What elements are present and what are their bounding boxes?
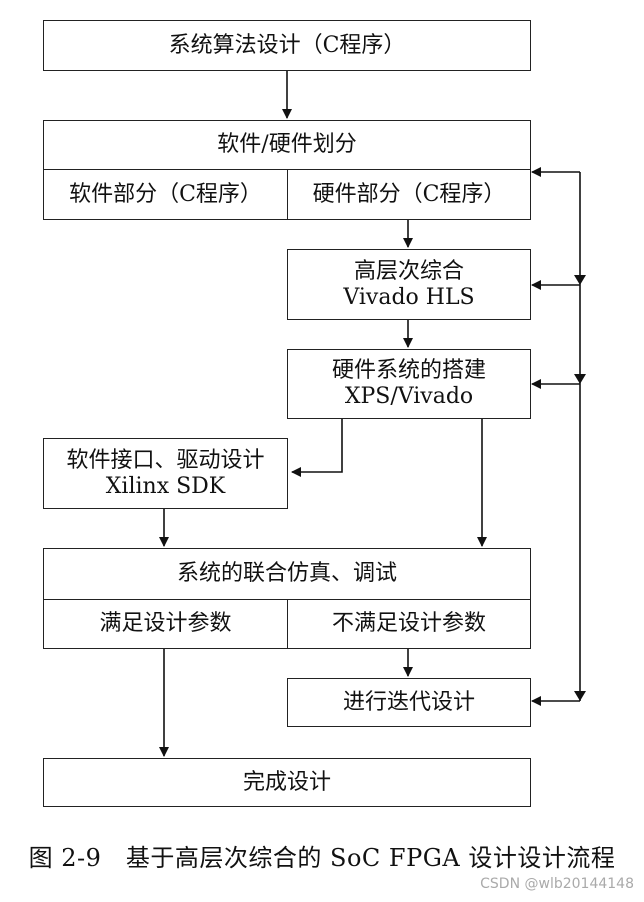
node-not-meets-label: 不满足设计参数 bbox=[331, 611, 486, 636]
node-cosimulation-debug: 系统的联合仿真、调试 bbox=[43, 548, 531, 600]
node-hw-sw-partition: 软件/硬件划分 bbox=[43, 120, 531, 170]
arrowhead-loop-down-3 bbox=[574, 691, 586, 701]
node-meets-design-params: 满足设计参数 bbox=[43, 599, 288, 649]
node-hls-title: 高层次综合 bbox=[353, 258, 464, 284]
arrowhead-loop-down-2 bbox=[574, 374, 586, 384]
node-cosim-label: 系统的联合仿真、调试 bbox=[176, 561, 397, 586]
node-software-part: 软件部分（C程序） bbox=[43, 169, 288, 220]
node-hw-sw-partition-label: 软件/硬件划分 bbox=[217, 132, 357, 157]
node-hls-tool: Vivado HLS bbox=[343, 284, 475, 310]
arrowhead-loop-down-1 bbox=[574, 275, 586, 285]
node-sw-driver-tool: Xilinx SDK bbox=[105, 473, 226, 499]
node-not-meets-design-params: 不满足设计参数 bbox=[287, 599, 531, 649]
node-hardware-part-label: 硬件部分（C程序） bbox=[312, 181, 506, 207]
node-system-algorithm-design: 系统算法设计（C程序） bbox=[43, 20, 531, 71]
watermark-text: CSDN @wlb20144148 bbox=[480, 876, 634, 892]
node-meets-label: 满足设计参数 bbox=[99, 611, 232, 636]
node-design-complete: 完成设计 bbox=[43, 758, 531, 807]
node-software-driver-design: 软件接口、驱动设计 Xilinx SDK bbox=[43, 438, 288, 509]
node-system-algorithm-design-label: 系统算法设计（C程序） bbox=[168, 32, 406, 58]
node-hardware-system-build: 硬件系统的搭建 XPS/Vivado bbox=[287, 349, 531, 419]
node-hw-build-tool: XPS/Vivado bbox=[344, 384, 474, 409]
arrow-hwbuild-to-swdriver bbox=[291, 419, 343, 477]
node-iterate-label: 进行迭代设计 bbox=[342, 689, 475, 715]
node-sw-driver-title: 软件接口、驱动设计 bbox=[66, 447, 265, 473]
figure-caption: 图 2-9 基于高层次综合的 SoC FPGA 设计设计流程 bbox=[28, 844, 616, 872]
node-hardware-part: 硬件部分（C程序） bbox=[287, 169, 531, 220]
node-hw-build-title: 硬件系统的搭建 bbox=[331, 358, 486, 383]
node-high-level-synthesis: 高层次综合 Vivado HLS bbox=[287, 249, 531, 320]
node-software-part-label: 软件部分（C程序） bbox=[69, 181, 262, 207]
node-iterative-design: 进行迭代设计 bbox=[287, 678, 531, 727]
node-done-label: 完成设计 bbox=[242, 769, 331, 795]
